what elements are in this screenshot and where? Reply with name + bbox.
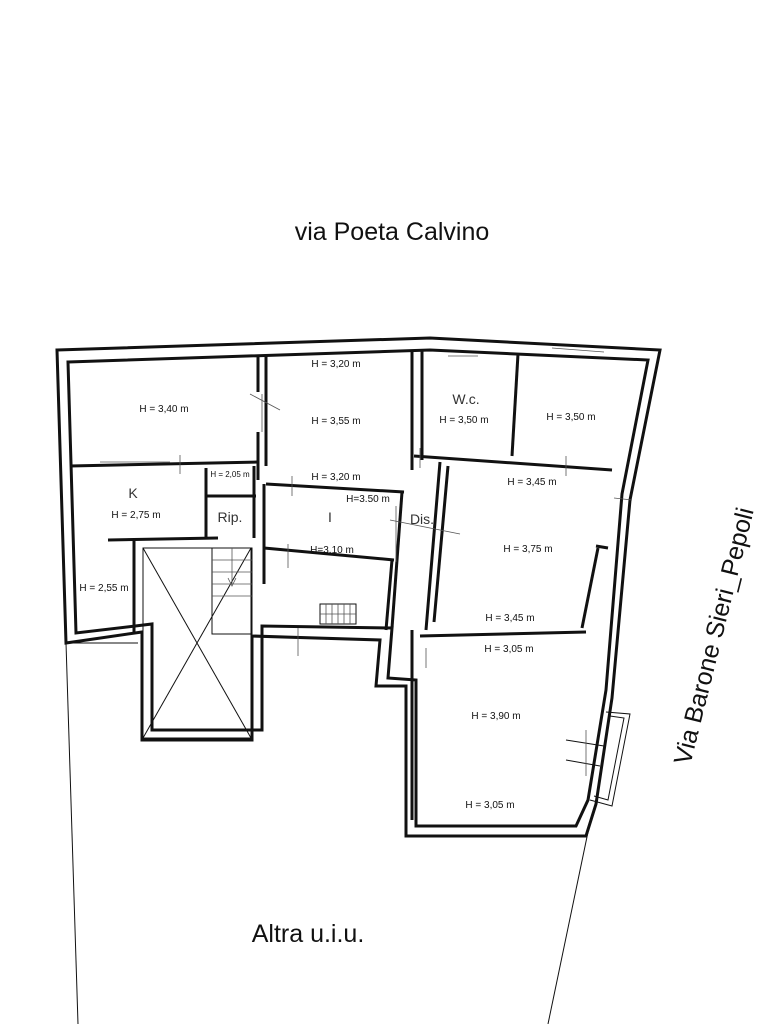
staircase bbox=[211, 547, 253, 635]
room-height: H = 2,55 m bbox=[79, 583, 128, 594]
room-height-a: H = 3,05 m bbox=[484, 644, 533, 655]
room-name: I bbox=[328, 509, 332, 525]
room-small-west: H = 2,55 m bbox=[79, 583, 128, 594]
room-height: H = 3,50 m bbox=[546, 412, 595, 423]
room-height: H = 2,05 m bbox=[210, 470, 250, 479]
exterior-walls bbox=[55, 336, 662, 838]
property-boundary bbox=[65, 642, 589, 1024]
room-height: H = 2,75 m bbox=[111, 510, 160, 521]
room-height-b: H = 3,75 m bbox=[503, 544, 552, 555]
street-label-top: via Poeta Calvino bbox=[295, 218, 490, 246]
stair-void bbox=[142, 547, 252, 739]
room-height-b: H=3,10 m bbox=[310, 545, 354, 556]
room-name: K bbox=[128, 485, 138, 501]
room-name: W.c. bbox=[452, 391, 479, 407]
balcony bbox=[565, 711, 631, 807]
steps bbox=[319, 603, 357, 625]
other-unit-label: Altra u.i.u. bbox=[252, 920, 365, 948]
room-height-a: H = 3,20 m bbox=[311, 359, 360, 370]
room-height: H = 3,40 m bbox=[139, 404, 188, 415]
room-hallway: Dis. bbox=[410, 511, 434, 527]
room-storage: H = 2,05 m Rip. bbox=[210, 470, 250, 525]
room-height: H = 3,50 m bbox=[439, 415, 488, 426]
room-i: H=3.50 m I H=3,10 m bbox=[310, 494, 390, 556]
room-northeast: H = 3,50 m bbox=[546, 412, 595, 423]
room-height-c: H = 3,45 m bbox=[485, 613, 534, 624]
room-east: H = 3,45 m H = 3,75 m H = 3,45 m bbox=[485, 477, 556, 624]
interior-walls bbox=[69, 350, 613, 820]
room-kitchen: K H = 2,75 m bbox=[111, 485, 160, 521]
openings bbox=[100, 347, 633, 668]
street-label-right: Via Barone Sieri_Pepoli bbox=[669, 505, 760, 768]
room-nw: H = 3,40 m bbox=[139, 404, 188, 415]
room-center-north: H = 3,20 m H = 3,55 m H = 3,20 m bbox=[311, 359, 360, 483]
room-height-c: H = 3,05 m bbox=[465, 800, 514, 811]
room-height-a: H = 3,45 m bbox=[507, 477, 556, 488]
room-height-b: H = 3,90 m bbox=[471, 711, 520, 722]
room-height-a: H=3.50 m bbox=[346, 494, 390, 505]
room-name: Rip. bbox=[218, 509, 243, 525]
room-height-c: H = 3,20 m bbox=[311, 472, 360, 483]
room-southeast: H = 3,05 m H = 3,90 m H = 3,05 m bbox=[465, 644, 533, 811]
room-wc: W.c. H = 3,50 m bbox=[439, 391, 488, 426]
room-name: Dis. bbox=[410, 511, 434, 527]
room-height-b: H = 3,55 m bbox=[311, 416, 360, 427]
